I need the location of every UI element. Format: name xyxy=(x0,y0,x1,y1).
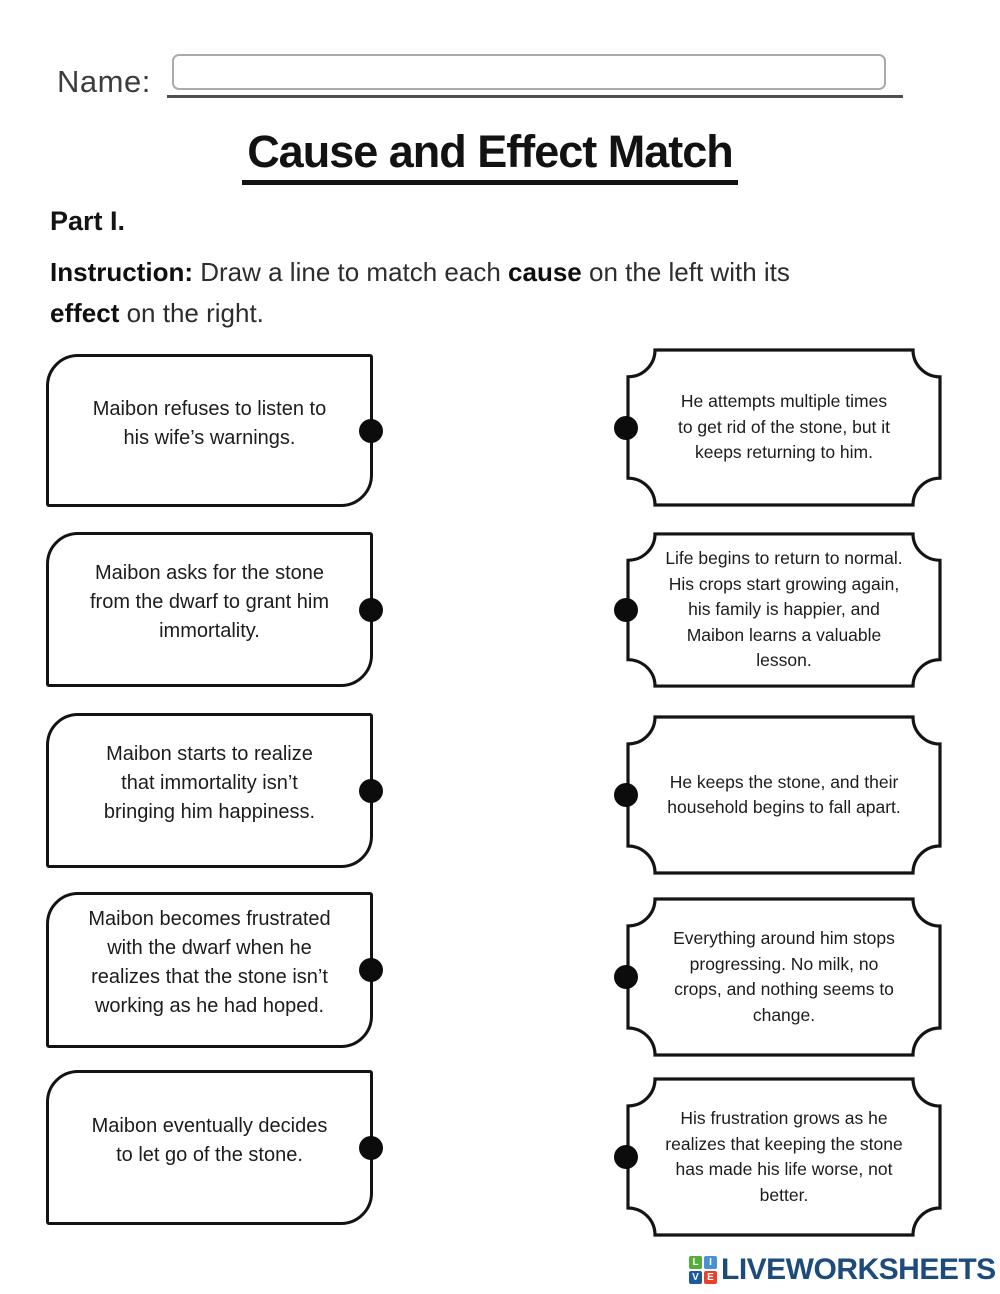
name-input[interactable] xyxy=(172,54,886,90)
name-underline xyxy=(167,95,903,98)
connector-dot-cause-5[interactable] xyxy=(359,1135,383,1160)
name-label: Name: xyxy=(57,64,151,99)
cause-box-4: Maibon becomes frustrated with the dwarf… xyxy=(46,892,383,1048)
instruction-line-1: Instruction: Draw a line to match each c… xyxy=(50,252,930,293)
connector-dot-cause-1[interactable] xyxy=(359,418,383,443)
instruction-bold-cause: cause xyxy=(508,257,582,287)
effect-text-2: Life begins to return to normal. His cro… xyxy=(665,548,903,671)
effect-text-1: He attempts multiple times to get rid of… xyxy=(677,391,891,463)
connector-dot-effect-5[interactable] xyxy=(614,1145,638,1169)
logo-cell-v: V xyxy=(689,1271,702,1284)
instruction-line-2: effect on the right. xyxy=(50,293,930,334)
effect-box-2: Life begins to return to normal. His cro… xyxy=(614,532,942,688)
connector-dot-effect-3[interactable] xyxy=(614,783,638,807)
effect-text-4: Everything around him stops progressing.… xyxy=(673,928,895,1025)
effect-text-3: He keeps the stone, and their household … xyxy=(667,771,901,818)
connector-dot-effect-4[interactable] xyxy=(614,965,638,989)
effect-box-4: Everything around him stops progressing.… xyxy=(614,897,942,1057)
part-heading: Part I. xyxy=(50,206,126,236)
brand-name: LIVEWORKSHEETS xyxy=(721,1253,996,1286)
logo-cell-l: L xyxy=(689,1256,702,1269)
ticket-border xyxy=(626,897,942,1057)
cause-text-2: Maibon asks for the stone from the dwarf… xyxy=(90,562,329,642)
instruction-segment: Draw a line to match each xyxy=(193,257,509,287)
cause-box-2: Maibon asks for the stone from the dwarf… xyxy=(46,532,383,687)
page-title: Cause and Effect Match xyxy=(242,126,738,185)
logo-cell-e: E xyxy=(704,1271,717,1284)
cause-box-5: Maibon eventually decides to let go of t… xyxy=(46,1070,383,1225)
cause-text-1: Maibon refuses to listen to his wife’s w… xyxy=(92,397,327,449)
connector-dot-cause-4[interactable] xyxy=(359,958,383,982)
liveworksheets-icon: L I V E xyxy=(689,1256,717,1284)
connector-dot-effect-1[interactable] xyxy=(614,415,638,440)
cause-box-1: Maibon refuses to listen to his wife’s w… xyxy=(46,354,383,507)
instruction-bold-effect: effect xyxy=(50,298,120,328)
ticket-border xyxy=(626,532,942,688)
ticket-border xyxy=(626,1077,942,1237)
connector-dot-cause-2[interactable] xyxy=(359,597,383,622)
instruction-segment: on the left with its xyxy=(581,257,790,287)
effect-box-3: He keeps the stone, and their household … xyxy=(614,715,942,875)
effect-text-5: His frustration grows as he realizes tha… xyxy=(665,1108,903,1205)
cause-text-4: Maibon becomes frustrated with the dwarf… xyxy=(88,908,331,1017)
instruction-label: Instruction: xyxy=(50,257,193,287)
instruction-text: Instruction: Draw a line to match each c… xyxy=(50,252,930,334)
effect-box-1: He attempts multiple times to get rid of… xyxy=(614,348,942,507)
cause-box-3: Maibon starts to realize that immortalit… xyxy=(46,713,383,868)
logo-cell-i: I xyxy=(704,1256,717,1269)
cause-text-5: Maibon eventually decides to let go of t… xyxy=(91,1114,328,1166)
ticket-border xyxy=(626,715,942,875)
liveworksheets-logo: L I V E LIVEWORKSHEETS xyxy=(689,1253,996,1287)
title-wrap: Cause and Effect Match xyxy=(0,126,990,185)
connector-dot-cause-3[interactable] xyxy=(359,778,383,803)
effect-box-5: His frustration grows as he realizes tha… xyxy=(614,1077,942,1237)
cause-text-3: Maibon starts to realize that immortalit… xyxy=(103,743,316,823)
ticket-border xyxy=(626,348,942,507)
instruction-segment: on the right. xyxy=(119,298,264,328)
connector-dot-effect-2[interactable] xyxy=(614,598,638,622)
